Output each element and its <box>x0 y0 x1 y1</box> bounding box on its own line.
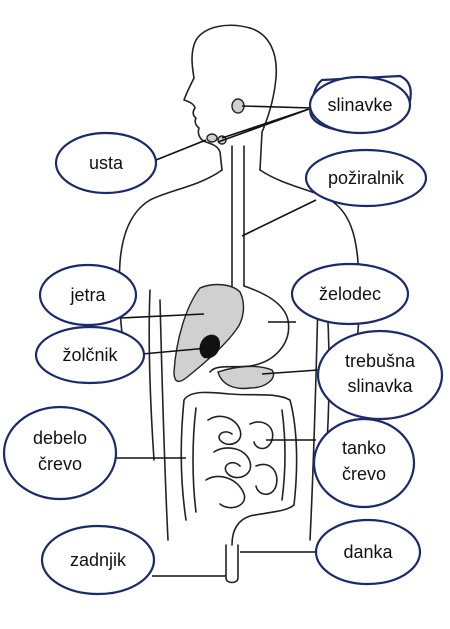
rectum-shape <box>225 544 239 584</box>
label-debelo-line1: debelo <box>33 428 87 448</box>
organs <box>173 98 298 584</box>
label-debelo-crevo: debelo črevo <box>2 405 118 501</box>
label-trebusna-slinavka: trebušna slinavka <box>316 329 444 421</box>
label-poziralnik-text: požiralnik <box>328 168 405 188</box>
small-intestine-shape <box>205 415 278 509</box>
label-tanko-line2: črevo <box>342 464 386 484</box>
pancreas-shape <box>217 365 275 390</box>
label-slinavke-text: slinavke <box>327 95 392 115</box>
label-jetra-text: jetra <box>69 285 106 305</box>
stomach-shape <box>209 285 290 373</box>
label-zolcnik: žolčnik <box>34 325 146 385</box>
label-zolcnik-text: žolčnik <box>62 345 118 365</box>
label-tanko-line1: tanko <box>342 438 386 458</box>
label-danka: danka <box>314 518 422 586</box>
label-trebusna-line2: slinavka <box>347 376 413 396</box>
label-jetra: jetra <box>38 263 138 327</box>
label-usta-text: usta <box>89 153 124 173</box>
mouth-gland-shape <box>206 133 218 143</box>
large-intestine-shape <box>180 391 298 546</box>
large-intestine-inner <box>192 407 286 513</box>
label-poziralnik: požiralnik <box>304 148 428 208</box>
leader-lines <box>112 105 320 577</box>
label-zadnjik: zadnjik <box>40 524 156 596</box>
gallbladder-shape <box>199 334 220 359</box>
label-zadnjik-text: zadnjik <box>70 550 127 570</box>
label-trebusna-line1: trebušna <box>345 351 416 371</box>
label-zelodec-text: želodec <box>319 284 381 304</box>
label-usta: usta <box>54 131 158 195</box>
label-tanko-crevo: tanko črevo <box>312 417 416 509</box>
esophagus-shape <box>231 145 245 287</box>
label-slinavke: slinavke <box>308 74 412 135</box>
label-debelo-line2: črevo <box>38 454 82 474</box>
label-zelodec: želodec <box>290 262 410 326</box>
label-danka-text: danka <box>343 542 393 562</box>
